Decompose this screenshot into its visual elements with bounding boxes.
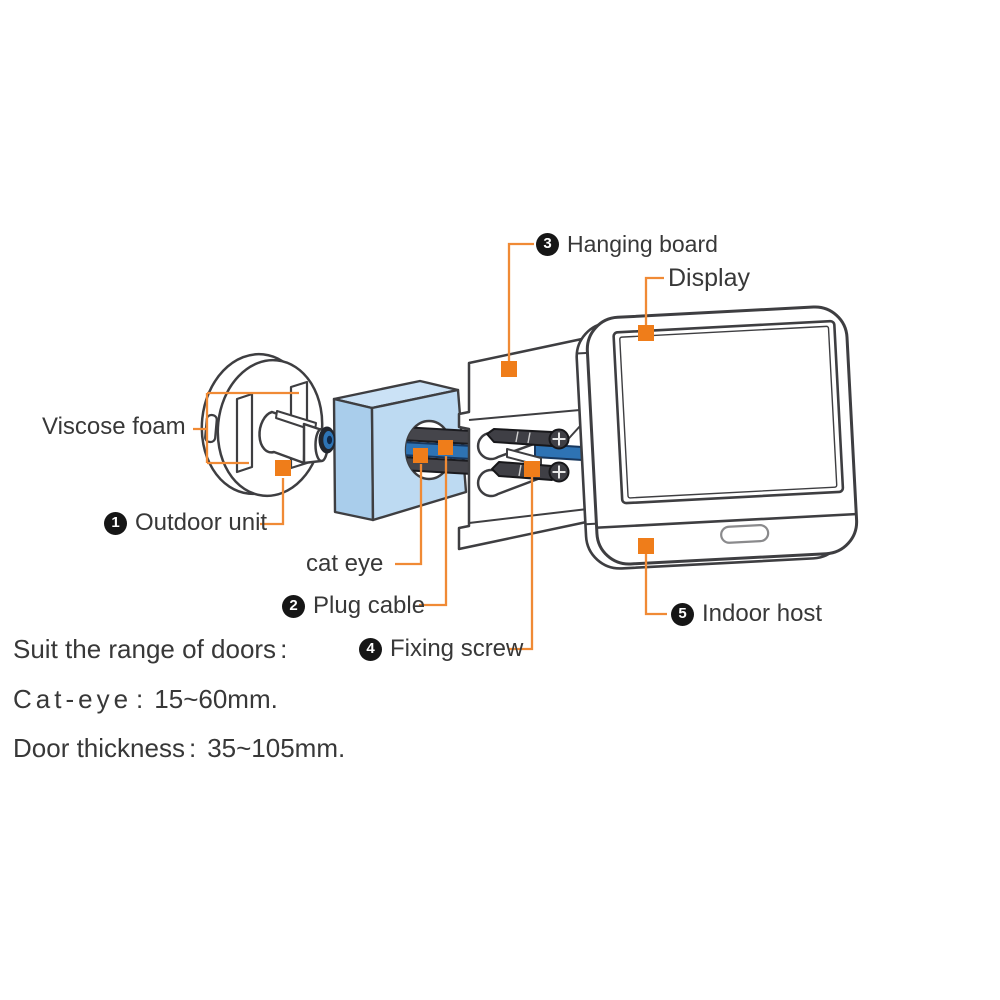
spec-door-thickness-value: 35~105mm. <box>207 733 346 763</box>
spec-cat-eye: Cat-eye:15~60mm. <box>13 684 278 715</box>
callout-outdoor-unit <box>260 478 285 526</box>
peephole-barrel <box>258 410 329 465</box>
marker-squares <box>275 325 654 554</box>
outdoor-unit-text: Outdoor unit <box>135 509 268 536</box>
plug-cable-drawing <box>406 441 472 460</box>
display-text: Display <box>668 264 750 292</box>
outdoor-unit-drawing <box>200 352 336 498</box>
step-4-badge: 4 <box>359 637 382 661</box>
monitor-button <box>720 524 770 544</box>
spec-cat-eye-value: 15~60mm. <box>154 684 278 714</box>
marker-fixing-screw <box>524 461 540 477</box>
spec-title-colon: : <box>280 634 288 664</box>
label-fixing-screw: 4 Fixing screw <box>359 635 524 662</box>
cat-eye-text: cat eye <box>306 550 384 577</box>
spec-title: Suit the range of doors: <box>13 634 287 665</box>
hanging-board-text: Hanging board <box>567 231 718 257</box>
step-5-badge: 5 <box>671 602 694 626</box>
indoor-host-text: Indoor host <box>702 600 823 627</box>
fixing-screw-upper <box>486 428 570 450</box>
cat-eye-lens <box>318 426 336 454</box>
step-1-badge: 1 <box>104 511 127 535</box>
spec-door-thickness-colon: : <box>188 733 197 763</box>
fixing-screw-text: Fixing screw <box>390 635 524 662</box>
indoor-monitor-drawing <box>575 305 859 570</box>
marker-outdoor-unit <box>275 460 291 476</box>
label-viscose-foam: Viscose foam <box>42 413 186 440</box>
marker-cat-eye <box>413 448 428 463</box>
marker-display <box>638 325 654 341</box>
spec-door-thickness: Door thickness:35~105mm. <box>13 733 345 764</box>
callout-cat-eye <box>395 464 423 566</box>
marker-indoor-host <box>638 538 654 554</box>
monitor-bezel-line <box>597 512 856 529</box>
label-outdoor-unit: 1 Outdoor unit <box>104 509 268 536</box>
callout-indoor-host <box>644 554 667 616</box>
marker-plug-cable <box>438 440 453 455</box>
callout-hanging-board <box>507 242 534 361</box>
label-display: Display <box>668 264 750 293</box>
step-2-badge: 2 <box>282 594 305 618</box>
label-hanging-board: 3 Hanging board <box>536 231 718 257</box>
spec-title-text: Suit the range of doors <box>13 634 277 664</box>
callout-fixing-screw <box>508 477 534 651</box>
viscose-foam-text: Viscose foam <box>42 413 186 440</box>
spec-door-thickness-label: Door thickness <box>13 733 185 763</box>
marker-hanging-board <box>501 361 517 377</box>
label-cat-eye: cat eye <box>306 550 384 577</box>
step-3-badge: 3 <box>536 233 559 257</box>
callout-plug-cable <box>419 456 448 607</box>
cables-through-door <box>406 426 472 475</box>
viscose-foam-strip-left <box>235 392 254 474</box>
monitor-screen <box>612 319 845 505</box>
spec-cat-eye-colon: : <box>136 684 144 714</box>
callout-lines <box>193 242 667 651</box>
label-plug-cable: 2 Plug cable <box>282 592 426 619</box>
spec-cat-eye-label: Cat-eye <box>13 684 133 714</box>
plug-cable-text: Plug cable <box>313 592 426 619</box>
callout-display <box>644 276 664 326</box>
label-indoor-host: 5 Indoor host <box>671 600 823 627</box>
callout-viscose-foam <box>193 391 299 465</box>
